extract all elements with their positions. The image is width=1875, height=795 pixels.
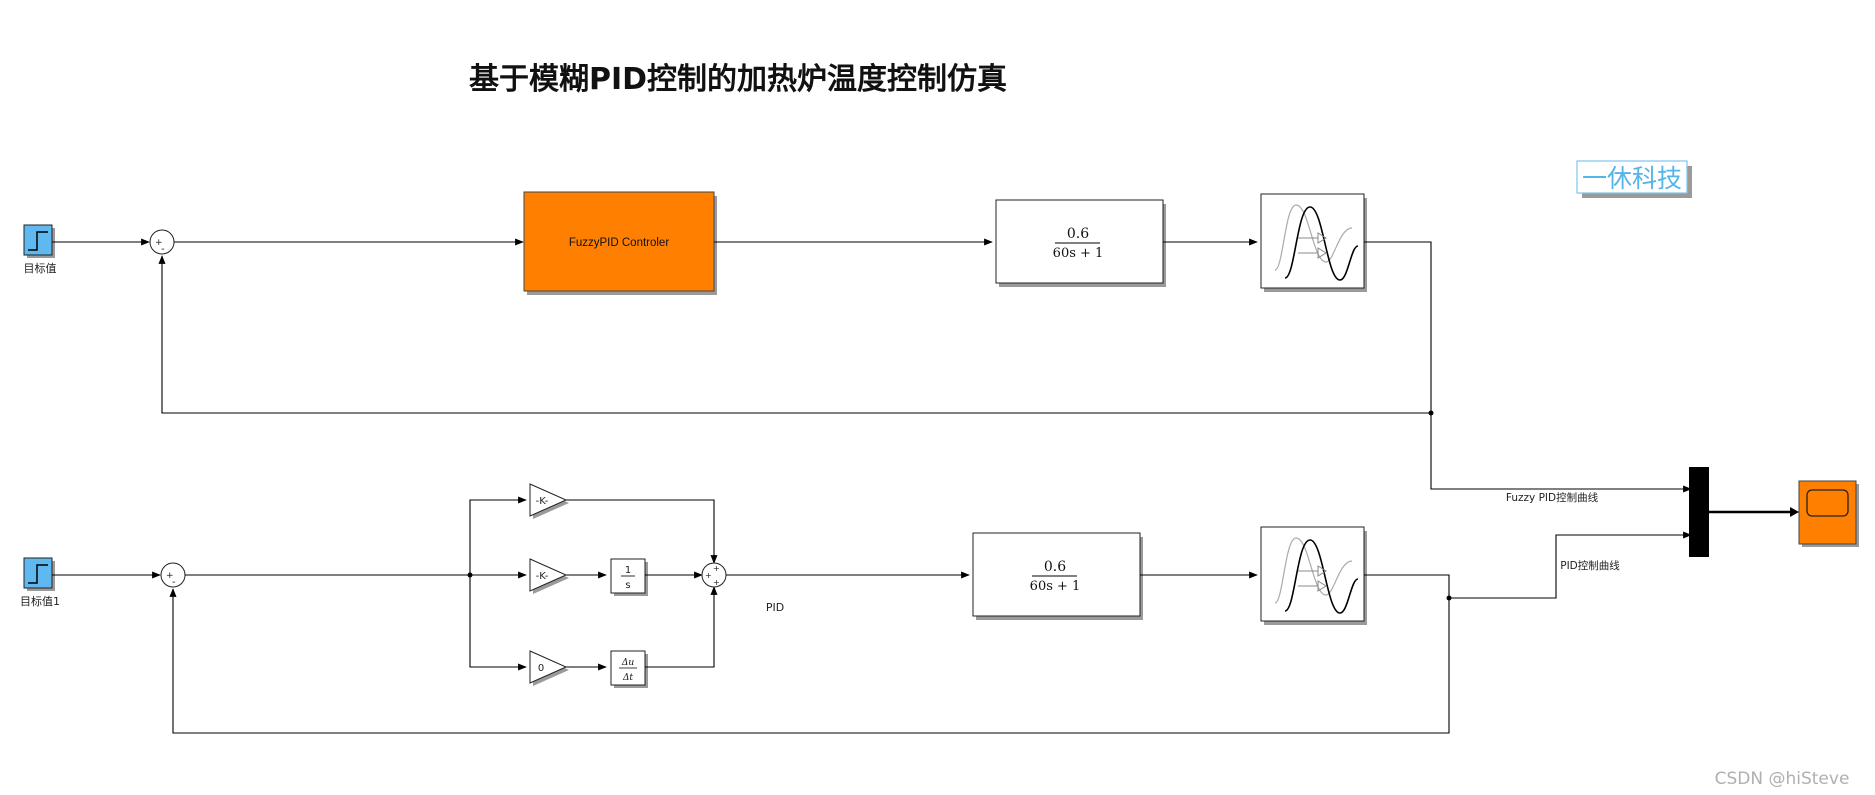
diagram-title: 基于模糊PID控制的加热炉温度控制仿真 [469,62,1007,97]
branch-point-bottom [1446,595,1452,601]
scope-icon [1806,489,1849,517]
signal-label-fuzzy: Fuzzy PID控制曲线 [1506,491,1599,504]
step-label-target-1: 目标值1 [20,594,60,608]
integrator-block[interactable]: 1 s [610,558,648,596]
derivative-denominator: Δt [622,673,633,683]
transfer-function-block-bottom[interactable]: 0.6 60s + 1 [972,532,1143,620]
wire-branch-to-d [469,575,527,671]
wire-bottom-to-mux [1449,531,1692,599]
footer-credit: CSDN @hiSteve [1715,769,1850,789]
step-block-target-1[interactable] [23,557,55,591]
fuzzy-pid-controller-block[interactable]: FuzzyPID Controler [523,191,717,295]
step-label-target: 目标值 [24,261,57,275]
wire-p-to-sum [566,499,718,564]
sum-block-top[interactable]: + - [149,229,175,255]
tf-bottom-numerator: 0.6 [1044,559,1066,575]
transfer-function-block-top[interactable]: 0.6 60s + 1 [995,199,1166,287]
sum-top-minus: - [161,244,165,255]
transport-delay-icon [1274,204,1359,281]
step-icon [28,564,48,584]
wire-top-feedback [158,255,1431,414]
signal-label-pid: PID控制曲线 [1560,559,1620,572]
wire-bottom-feedback [169,574,1450,734]
step-block-target[interactable] [23,224,55,258]
transport-delay-block-top[interactable] [1260,193,1367,292]
integrator-denominator: s [625,580,630,591]
gain-i-label: -K- [536,571,549,582]
wire-top-to-mux [1364,241,1692,493]
pid-signal-label: PID [766,601,784,614]
step-icon [28,231,48,251]
wire-branch-to-p [469,496,527,575]
sum-top-plus: + [155,238,163,248]
tf-top-numerator: 0.6 [1067,226,1089,242]
gain-p-label: -K- [536,496,549,507]
tf-bottom-denominator: 60s + 1 [1030,579,1081,594]
gain-block-p[interactable]: -K- [529,483,569,519]
fuzzy-controller-label: FuzzyPID Controler [569,237,670,249]
derivative-block[interactable]: Δu Δt [610,650,648,688]
wire-d-to-sum [645,586,718,668]
branch-point-top [1428,410,1434,416]
transport-delay-icon [1274,537,1359,614]
tf-top-denominator: 60s + 1 [1053,246,1104,261]
sum-bottom-minus: - [172,577,176,588]
logo-text: 一休科技 [1582,164,1682,193]
sum-bottom-plus: + [166,571,174,581]
gain-d-label: 0 [538,663,544,674]
scope-block[interactable] [1798,480,1859,547]
logo-watermark: 一休科技 [1576,160,1692,198]
derivative-numerator: Δu [621,658,634,668]
sum-block-bottom[interactable]: + - [160,562,186,588]
sum-pid-sign-top: + [713,564,720,573]
mux-block[interactable] [1689,467,1709,557]
sum-block-pid[interactable]: + + + [701,562,727,588]
gain-block-d[interactable]: 0 [529,650,569,686]
integrator-numerator: 1 [625,565,631,576]
mux-bar-icon [1689,467,1709,557]
transport-delay-block-bottom[interactable] [1260,526,1367,625]
sum-pid-sign-left: + [705,571,712,580]
gain-block-i[interactable]: -K- [529,558,569,594]
sum-pid-sign-bottom: + [713,578,720,587]
